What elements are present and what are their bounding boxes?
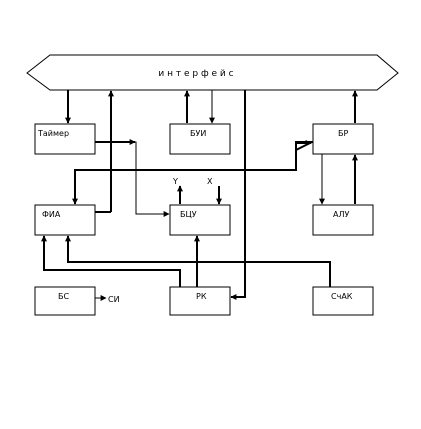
block-bcu: БЦУ	[169, 204, 231, 236]
wire-bus-rk	[230, 90, 246, 300]
connections	[41, 90, 358, 301]
block-bui: БУИ	[169, 123, 231, 155]
block-bcu-box	[169, 204, 231, 236]
signal-si-label: СИ	[108, 295, 120, 304]
block-bui-label: БУИ	[190, 129, 206, 138]
block-timer-box	[34, 123, 96, 155]
block-bs: БС	[34, 286, 96, 316]
wire-line-br	[295, 140, 312, 158]
wire-rk-fia	[41, 235, 181, 287]
block-schak-box	[312, 286, 374, 316]
block-schak: СчАК	[312, 286, 374, 316]
interface-bus-shape	[26, 54, 399, 91]
block-fia-label: ФИА	[42, 210, 61, 219]
block-fia: ФИА	[34, 204, 96, 236]
block-bcu-label: БЦУ	[180, 210, 197, 219]
block-rk: РК	[169, 286, 231, 316]
block-alu-label: АЛУ	[333, 210, 349, 219]
block-br-box	[312, 123, 374, 155]
interface-bus: и н т е р ф е й с	[26, 54, 399, 91]
wire-timer-bcu	[122, 141, 170, 217]
block-bs-box	[34, 286, 96, 316]
block-timer-label: Таймер	[37, 129, 69, 138]
signal-x-label: X	[207, 177, 213, 186]
block-bui-box	[169, 123, 231, 155]
block-rk-box	[169, 286, 231, 316]
wire-schak-fia	[65, 235, 331, 287]
block-rk-label: РК	[196, 292, 207, 301]
block-br: БР	[312, 123, 374, 155]
interface-bus-label: и н т е р ф е й с	[158, 69, 233, 79]
block-br-label: БР	[338, 129, 348, 138]
block-bs-label: БС	[58, 292, 69, 301]
block-timer: Таймер	[34, 123, 96, 155]
block-schak-label: СчАК	[331, 292, 353, 301]
block-alu: АЛУ	[312, 204, 374, 236]
block-alu-box	[312, 204, 374, 236]
signal-y-label: Y	[172, 177, 178, 186]
block-fia-box	[34, 204, 96, 236]
